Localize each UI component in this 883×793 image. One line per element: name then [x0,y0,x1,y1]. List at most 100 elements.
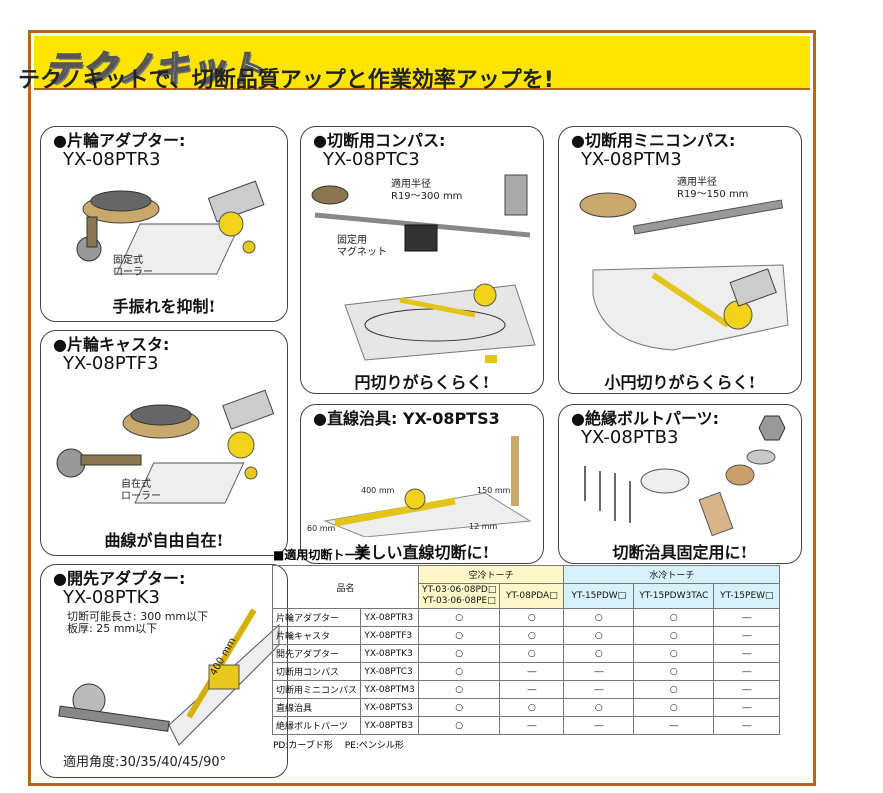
table-header-row: 品名 空冷トーチ 水冷トーチ [272,565,781,609]
compass-illustration [311,174,536,363]
cell: ― [563,680,635,699]
row-name: 片輪キャスタ [271,626,362,645]
col-header-pdpe: YT-03·06·08PD□ YT-03·06·08PE□ [417,583,501,609]
card-title: ●開先アダプター: [53,569,186,588]
col-header-pda: YT-08PDA□ [499,583,565,609]
cell: ― [713,680,781,699]
card-caption: 美しい直線切断に! [354,543,490,562]
cell: ○ [417,626,501,645]
bolt-parts-illustration [584,415,786,537]
card-ptf3: ●片輪キャスタ: YX-08PTF3 自在式 ローラー 曲線が自由自在! [40,330,288,556]
row-name: 片輪アダプター [271,608,362,627]
card-title: ●切断用ミニコンパス: [571,131,736,150]
card-title: ●切断用コンパス: [313,131,446,150]
note-line: 固定式 [113,255,143,266]
adapter-illustration [76,180,265,275]
card-title: ●直線治具: YX-08PTS3 [313,409,500,428]
table-row: 切断用ミニコンパス YX-08PTM3 ○ ― ― ○ ― [271,680,781,699]
row-model: YX-08PTB3 [360,716,419,735]
dimension-label: 12 mm [469,522,498,531]
cell: ○ [417,662,501,681]
card-caption: 円切りがらくらく! [354,373,490,392]
cell: ○ [417,680,501,699]
cell: ○ [499,644,565,663]
table-row: 片輪アダプター YX-08PTR3 ○ ○ ○ ○ ― [271,608,781,627]
cell: ○ [633,644,715,663]
card-model: YX-08PTB3 [581,427,679,448]
row-model: YX-08PTF3 [360,626,419,645]
radius-note: 適用半径 R19～150 mm [677,177,748,201]
cell: ― [563,662,635,681]
cell: ○ [499,626,565,645]
mini-compass-illustration [579,192,789,351]
card-title: ●片輪アダプター: [53,131,186,150]
cell: ○ [563,644,635,663]
radius-note: 適用半径 R19～300 mm [391,179,462,203]
spec-line: 切断可能長さ: 300 mm以下 [67,610,209,623]
card-model: YX-08PTR3 [63,149,161,170]
col-header-line: YT-03·06·08PE□ [422,596,496,606]
card-ptk3: ●開先アダプター: YX-08PTK3 切断可能長さ: 300 mm以下 板厚:… [40,564,288,778]
dimension-label: 400 mm [361,486,395,495]
title-banner: テクノキット [34,36,810,91]
card-ptr3: ●片輪アダプター: YX-08PTR3 固定式 ローラー 手振れを抑制! [40,126,288,322]
cell: ○ [563,698,635,717]
cell: ― [563,716,635,735]
note-line: R19～300 mm [391,191,463,202]
note-line: 固定用 [337,235,367,246]
col-header-name: 品名 [272,565,419,609]
cell: ― [713,698,781,717]
col-header-pdw3tac: YT-15PDW3TAC [633,583,715,609]
table-title: ■適用切断トーチ [273,548,369,562]
spec-line: 板厚: 25 mm以下 [67,622,158,635]
col-header-water: 水冷トーチ [563,565,781,584]
cell: ○ [563,608,635,627]
col-header-pdw: YT-15PDW□ [563,583,635,609]
card-title: ●片輪キャスタ: [53,335,170,354]
row-name: 直線治具 [271,698,362,717]
row-name: 絶縁ボルトパーツ [271,716,362,735]
cell: ― [713,608,781,627]
cell: ○ [499,608,565,627]
straight-guide-illustration [323,436,532,537]
cell: ― [499,680,565,699]
cell: ○ [417,698,501,717]
note-line: 適用半径 [391,179,431,190]
torch-compat-table: 品名 空冷トーチ 水冷トーチ YT-03·06·08PD□ YT-03·06·0… [271,565,781,735]
cell: ○ [417,608,501,627]
cell: ― [713,662,781,681]
row-name: 切断用コンパス [271,662,362,681]
card-pts3: ●直線治具: YX-08PTS3 400 mm 150 mm 60 mm 12 … [300,404,544,564]
table-subheader-row: YT-03·06·08PD□ YT-03·06·08PE□ YT-08PDA□ … [273,583,781,609]
row-model: YX-08PTC3 [360,662,419,681]
cell: ○ [563,626,635,645]
card-ptc3: ●切断用コンパス: YX-08PTC3 適用半径 R19～300 mm 固定用 … [300,126,544,394]
col-header-line: YT-03·06·08PD□ [422,585,497,595]
row-model: YX-08PTM3 [360,680,419,699]
row-name: 開先アダプター [271,644,362,663]
cell: ○ [633,662,715,681]
card-caption: 小円切りがらくらく! [604,373,756,392]
cell: ○ [633,680,715,699]
roller-note: 自在式 ローラー [121,479,161,503]
cell: ― [713,716,781,735]
card-ptm3: ●切断用ミニコンパス: YX-08PTM3 適用半径 R19～150 mm 小円… [558,126,802,394]
row-name: 切断用ミニコンパス [271,680,362,699]
note-line: 自在式 [121,479,151,490]
table-row: 片輪キャスタ YX-08PTF3 ○ ○ ○ ○ ― [271,626,781,645]
cell: ○ [633,608,715,627]
table-row: 絶縁ボルトパーツ YX-08PTB3 ○ ― ― ― ― [271,716,781,735]
banner-title: テクノキット [43,48,264,91]
card-ptb3: ●絶縁ボルトパーツ: YX-08PTB3 切断治具固定用に! [558,404,802,564]
table-row: 直線治具 YX-08PTS3 ○ ○ ○ ○ ― [271,698,781,717]
cell: ○ [417,644,501,663]
card-caption: 切断治具固定用に! [612,543,748,562]
table-row: 開先アダプター YX-08PTK3 ○ ○ ○ ○ ― [271,644,781,663]
dimension-label: 60 mm [307,524,336,533]
roller-note: 固定式 ローラー [113,255,153,279]
cell: ― [713,626,781,645]
note-line: ローラー [113,267,153,278]
card-model: YX-08PTF3 [63,353,159,374]
note-line: マグネット [337,247,387,258]
headline: テクノキットで、切断品質アップと作業効率アップを! [18,68,554,93]
